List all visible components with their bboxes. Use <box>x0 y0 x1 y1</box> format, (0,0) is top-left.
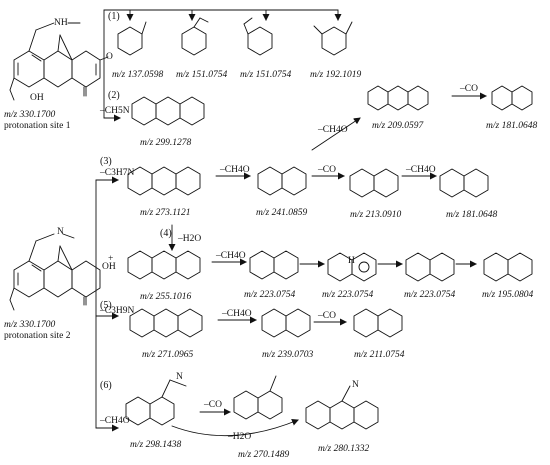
parent-1-mz: m/z 330.1700 <box>4 110 56 120</box>
n-label-298: N <box>176 372 183 382</box>
loss-co-e: –CO <box>318 311 336 321</box>
fragment-137: m/z 137.0598 <box>112 70 164 80</box>
parent-2-mz: m/z 330.1700 <box>4 320 56 330</box>
n-label: N <box>57 227 64 237</box>
fragment-211: m/z 211.0754 <box>354 350 405 360</box>
fragment-270: m/z 270.1489 <box>238 450 290 460</box>
fragment-223a: m/z 223.0754 <box>244 290 296 300</box>
fragment-151a: m/z 151.0754 <box>176 70 228 80</box>
loss-c3h9n: –C3H9N <box>100 306 135 316</box>
step-4: (4) <box>160 228 172 239</box>
fragment-structures <box>117 17 533 430</box>
fragment-181a: m/z 181.0648 <box>486 121 538 131</box>
fragment-280: m/z 280.1332 <box>318 444 370 454</box>
loss-h2o-4: –H2O <box>178 234 202 244</box>
parent-2-label: protonation site 2 <box>4 331 71 341</box>
loss-co-a: –CO <box>460 84 478 94</box>
step-5: (5) <box>100 300 112 311</box>
fragment-151b: m/z 151.0754 <box>240 70 292 80</box>
step-1: (1) <box>108 11 120 22</box>
fragment-192: m/z 192.1019 <box>310 70 362 80</box>
fragment-239: m/z 239.0703 <box>262 350 314 360</box>
fragment-213: m/z 213.0910 <box>350 210 402 220</box>
fragment-273: m/z 273.1121 <box>140 208 191 218</box>
step-3: (3) <box>100 156 112 167</box>
loss-ch4o-e: –CH4O <box>222 309 252 319</box>
step-6: (6) <box>100 380 112 391</box>
h-label: H <box>348 256 355 266</box>
loss-co-f: –CO <box>204 400 222 410</box>
fragment-298: m/z 298.1438 <box>130 440 182 450</box>
loss-ch5n: –CH5N <box>100 106 130 116</box>
loss-co-b: –CO <box>318 165 336 175</box>
oh-label: OH <box>30 93 44 103</box>
loss-ch4o-a: –CH4O <box>318 125 348 135</box>
loss-ch4o-6: –CH4O <box>100 416 130 426</box>
step-2: (2) <box>108 90 120 101</box>
parent-structure-2 <box>9 233 101 311</box>
fragment-181b: m/z 181.0648 <box>446 210 498 220</box>
fragment-255: m/z 255.1016 <box>140 292 192 302</box>
oh-label-2: OH <box>102 262 116 272</box>
parent-structure-1 <box>9 22 109 101</box>
loss-c3h7n: –C3H7N <box>100 168 135 178</box>
n-label-280: N <box>352 380 359 390</box>
fragment-223c: m/z 223.0754 <box>404 290 456 300</box>
nh-label: NH <box>54 18 68 28</box>
fragment-299: m/z 299.1278 <box>140 138 192 148</box>
fragment-195: m/z 195.0804 <box>482 290 534 300</box>
loss-ch4o-c: –CH4O <box>406 165 436 175</box>
parent-1-label: protonation site 1 <box>4 121 71 131</box>
fragment-241: m/z 241.0859 <box>256 208 308 218</box>
fragment-271: m/z 271.0965 <box>142 350 194 360</box>
loss-ch4o-d: –CH4O <box>216 251 246 261</box>
loss-ch4o-b: –CH4O <box>220 165 250 175</box>
o-label: O <box>106 52 113 62</box>
fragment-209: m/z 209.0597 <box>372 121 424 131</box>
fragment-223b: m/z 223.0754 <box>322 290 374 300</box>
plus-label-2: + <box>108 254 114 264</box>
loss-h2o-f: –H2O <box>228 432 252 442</box>
